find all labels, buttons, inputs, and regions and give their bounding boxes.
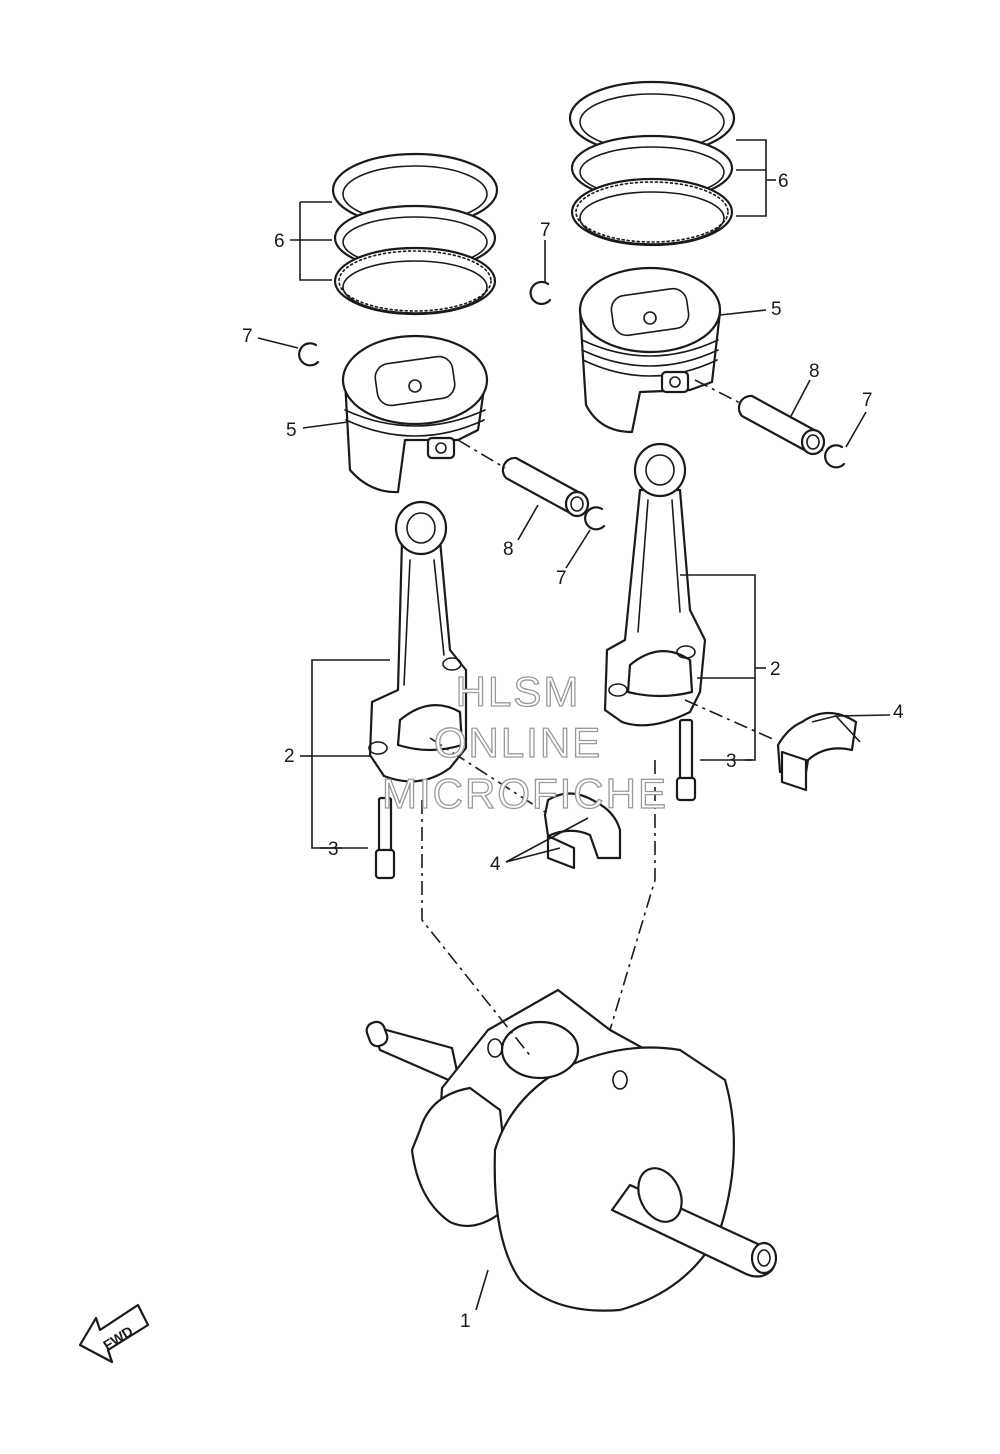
connecting-rod-right [603,442,707,727]
callout-7-right-piston: 7 [540,220,551,241]
callout-8-left: 8 [503,539,514,560]
callout-6-right: 6 [778,171,789,192]
watermark-line-2: ONLINE [434,719,602,766]
watermark: HLSM ONLINE MICROFICHE [381,667,668,817]
callout-7-left-piston: 7 [242,326,253,347]
callout-2-right: 2 [770,659,781,680]
callout-7-left-pin: 7 [556,568,567,589]
callout-7-right-pin: 7 [862,390,873,411]
callout-3-left: 3 [328,839,339,860]
callout-4-left: 4 [490,854,501,875]
piston-ring-set-left [331,152,499,316]
callout-5-left: 5 [286,420,297,441]
connecting-rod-left [368,500,468,783]
callout-8-right: 8 [809,361,820,382]
assembly-lines [421,379,776,1059]
callout-labels: 1 2 2 3 3 4 4 5 5 6 6 7 7 7 7 8 8 [242,171,904,1332]
callout-6-left: 6 [274,231,285,252]
callout-1: 1 [460,1311,471,1332]
forward-arrow-icon: FWD [78,1303,150,1364]
rod-bolt-set [374,718,697,880]
circlip-set [298,280,846,531]
crankshaft [365,988,778,1312]
watermark-line-1: HLSM [456,668,581,715]
watermark-line-3: MICROFICHE [382,770,668,817]
callout-5-right: 5 [771,299,782,320]
callout-3-right: 3 [726,751,737,772]
piston-pin-set [501,394,826,518]
callout-4-right: 4 [893,702,904,723]
bearing-set [543,711,858,870]
piston-left [341,334,489,494]
piston-right [578,266,722,434]
callout-2-left: 2 [284,746,295,767]
leader-lines [257,139,891,1311]
piston-ring-set-right [568,80,736,247]
